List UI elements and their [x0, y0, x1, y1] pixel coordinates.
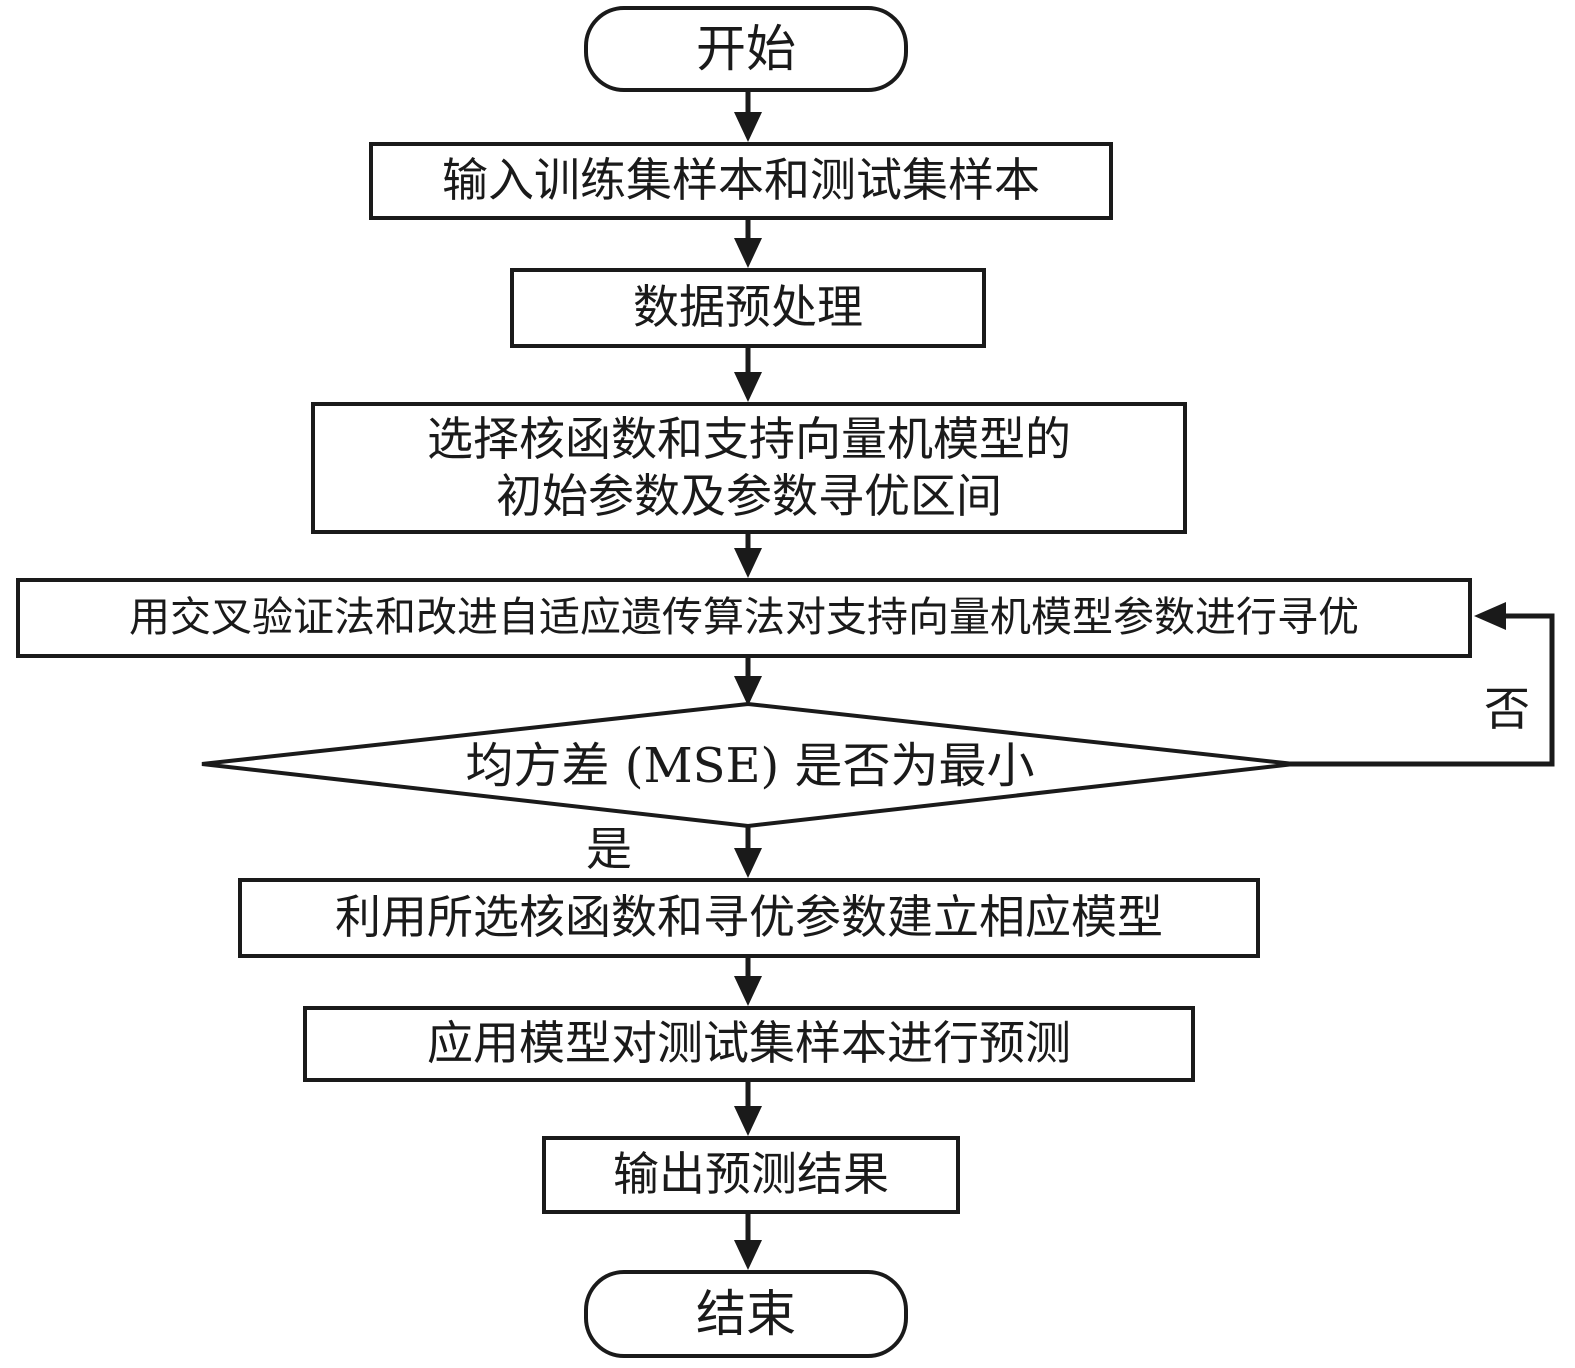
arrow-input-to-preprocess	[734, 218, 762, 268]
arrow-decision-no-loop	[1290, 602, 1555, 767]
step-select-kernel-line2: 初始参数及参数寻优区间	[496, 469, 1002, 523]
step-select-kernel: 选择核函数和支持向量机模型的 初始参数及参数寻优区间	[311, 402, 1187, 534]
step-input-samples-label: 输入训练集样本和测试集样本	[442, 153, 1040, 208]
arrow-select-to-optimize	[734, 532, 762, 578]
decision-label: 均方差 (MSE) 是否为最小	[465, 738, 1035, 794]
decision-diamond	[201, 701, 1295, 829]
step-build-model: 利用所选核函数和寻优参数建立相应模型	[238, 878, 1260, 958]
arrow-optimize-to-decision	[734, 656, 762, 706]
arrow-output-to-end	[734, 1212, 762, 1270]
step-optimize-parameters: 用交叉验证法和改进自适应遗传算法对支持向量机模型参数进行寻优	[16, 578, 1472, 658]
arrow-build-to-apply	[734, 956, 762, 1006]
step-input-samples: 输入训练集样本和测试集样本	[369, 142, 1113, 220]
arrow-start-to-input	[734, 92, 762, 142]
step-output-results-label: 输出预测结果	[613, 1147, 889, 1202]
end-node: 结束	[584, 1270, 908, 1358]
step-select-kernel-line1: 选择核函数和支持向量机模型的	[427, 411, 1071, 466]
start-node: 开始	[584, 6, 908, 92]
decision-no-label: 否	[1484, 682, 1530, 736]
step-apply-model-label: 应用模型对测试集样本进行预测	[427, 1016, 1071, 1071]
arrow-preprocess-to-select	[734, 346, 762, 402]
step-build-model-label: 利用所选核函数和寻优参数建立相应模型	[335, 890, 1163, 945]
step-output-results: 输出预测结果	[542, 1136, 960, 1214]
arrow-apply-to-output	[734, 1080, 762, 1136]
decision-yes-label: 是	[586, 822, 632, 876]
step-optimize-parameters-label: 用交叉验证法和改进自适应遗传算法对支持向量机模型参数进行寻优	[129, 593, 1359, 642]
start-label: 开始	[696, 19, 796, 78]
step-preprocess-label: 数据预处理	[633, 280, 863, 335]
end-label: 结束	[696, 1284, 796, 1343]
step-apply-model: 应用模型对测试集样本进行预测	[303, 1006, 1195, 1082]
arrow-decision-to-build	[734, 826, 762, 878]
step-preprocess: 数据预处理	[510, 268, 986, 348]
